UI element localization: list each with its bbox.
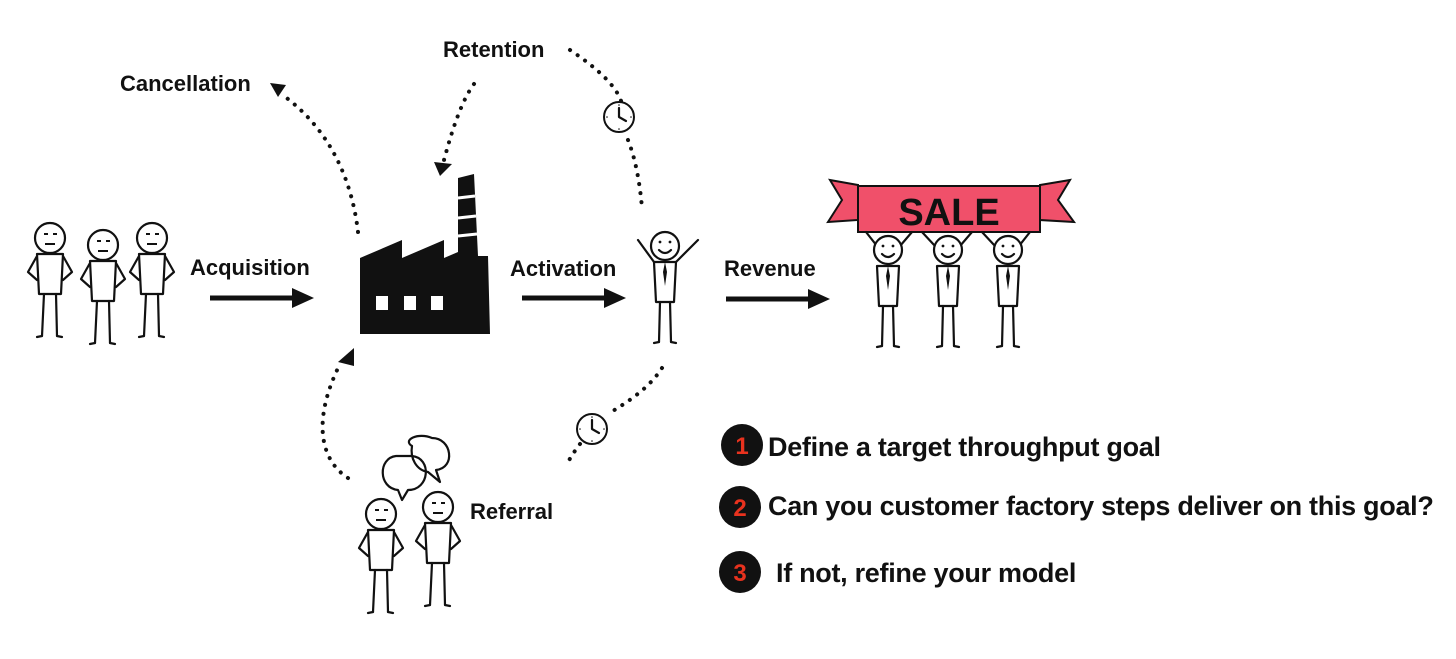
revenue-arrow <box>726 289 830 309</box>
sale-banner-text: SALE <box>898 192 999 234</box>
step-text: Define a target throughput goal <box>768 432 1161 462</box>
cancellation-label: Cancellation <box>120 71 251 96</box>
step-number: 3 <box>733 560 746 587</box>
retention-loop-dotted-path <box>568 48 644 210</box>
activated-user-icon <box>636 230 700 345</box>
factory-icon <box>360 174 490 334</box>
retention-clock-icon <box>602 100 636 134</box>
step-text: Can you customer factory steps deliver o… <box>768 491 1434 521</box>
referral-dotted-arrow <box>320 348 354 480</box>
step-item: 2 Can you customer factory steps deliver… <box>719 486 1434 528</box>
activation-arrow <box>522 288 626 308</box>
revenue-label: Revenue <box>724 256 816 281</box>
step-number: 2 <box>733 495 746 522</box>
activation-label: Activation <box>510 256 616 281</box>
sale-banner-icon <box>826 178 1077 349</box>
step-item: 1 Define a target throughput goal <box>721 424 1161 466</box>
retention-label: Retention <box>443 37 544 62</box>
prospect-group-icon <box>26 221 176 346</box>
step-number: 1 <box>735 433 748 460</box>
step-item: 3 If not, refine your model <box>719 551 1076 593</box>
step-number-badge <box>719 551 761 593</box>
step-number-badge <box>719 486 761 528</box>
referral-return-dotted-path <box>564 366 664 468</box>
referral-label: Referral <box>470 499 553 524</box>
step-number-badge <box>721 424 763 466</box>
referral-clock-icon <box>575 412 609 446</box>
acquisition-arrow <box>210 288 314 308</box>
acquisition-label: Acquisition <box>190 255 310 280</box>
referral-people-icon <box>357 434 462 615</box>
cancellation-dotted-arrow <box>270 83 360 234</box>
step-text: If not, refine your model <box>776 558 1076 588</box>
retention-dotted-arrow <box>434 82 476 176</box>
